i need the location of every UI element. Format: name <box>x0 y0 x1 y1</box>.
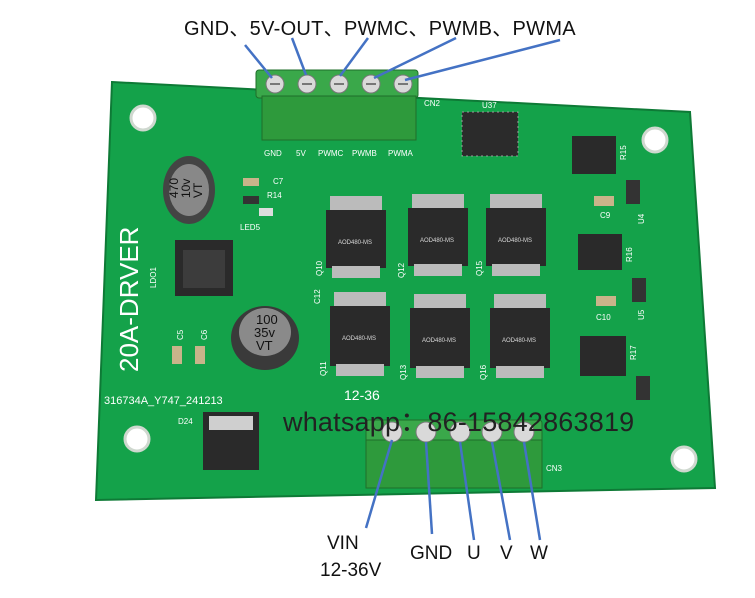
pointer-arrows <box>244 36 561 541</box>
pcb-board <box>94 80 717 502</box>
silk-cn2-ref: CN2 <box>424 99 441 108</box>
silk-ref-q13: Q13 <box>399 364 408 380</box>
cap-small-series: VT <box>191 182 205 198</box>
mounting-holes <box>123 104 698 473</box>
label-gnd: GND <box>410 543 453 564</box>
label-w: W <box>530 543 548 564</box>
mosfet-marking-q12: AOD480-MS <box>420 238 454 244</box>
silk-ref-c6: C6 <box>200 329 209 340</box>
cap-large-voltage: 35v <box>254 325 275 340</box>
silk-ref-led5: LED5 <box>240 223 261 232</box>
mosfet-marking-q13: AOD480-MS <box>422 338 456 344</box>
silk-ref-q11: Q11 <box>319 361 328 376</box>
silk-ref-r17: R17 <box>629 345 638 360</box>
label-vin: VIN <box>327 533 359 554</box>
silk-ref-u5: U5 <box>637 309 646 320</box>
capacitor-470uf <box>163 156 215 224</box>
mosfet-marking-q16: AOD480-MS <box>502 338 536 344</box>
silk-serial: 316734A_Y747_241213 <box>104 395 223 407</box>
ic-u37 <box>461 111 519 157</box>
label-v: V <box>500 543 513 564</box>
smd-components <box>172 178 650 400</box>
silk-ref-r15: R15 <box>619 145 628 160</box>
ldo-regulator <box>175 240 233 296</box>
silk-board-title: 20A-DRVER <box>114 227 144 372</box>
mosfet-marking-q15: AOD480-MS <box>498 238 532 244</box>
silk-ref-c7: C7 <box>273 177 284 186</box>
silk-ref-c10: C10 <box>596 313 611 322</box>
label-u: U <box>467 543 481 564</box>
diode-d24 <box>203 412 259 470</box>
silk-ref-r14: R14 <box>267 191 282 200</box>
silk-ref-u4: U4 <box>637 213 646 224</box>
cap-small-value: 470 <box>167 178 181 198</box>
cap-large-series: VT <box>256 338 273 353</box>
silk-cn2-pin-pwma: PWMA <box>388 149 414 158</box>
silk-ref-ldo1: LDO1 <box>149 267 158 288</box>
terminal-block-cn2 <box>255 69 419 141</box>
silk-ic-ref: U37 <box>482 101 497 110</box>
gate-driver-chips <box>572 136 626 376</box>
silk-ref-c5: C5 <box>176 329 185 340</box>
silk-cn2-pin-5v: 5V <box>296 149 306 158</box>
silk-ref-q10: Q10 <box>315 260 324 276</box>
cap-small-voltage: 10v <box>179 179 193 198</box>
capacitor-100uf <box>231 306 299 370</box>
watermark-contact: whatsapp：86-15842863819 <box>283 407 635 437</box>
silk-cn3-ref: CN3 <box>546 464 563 473</box>
silk-ref-c12: C12 <box>313 289 322 304</box>
silk-ref-d24: D24 <box>178 417 193 426</box>
silk-cn3-voltage: 12-36 <box>344 387 380 403</box>
silk-cn2-pin-pwmc: PWMC <box>318 149 344 158</box>
mosfet-marking-q10: AOD480-MS <box>338 240 372 246</box>
silk-ref-q12: Q12 <box>397 262 406 278</box>
silk-ref-q15: Q15 <box>475 260 484 276</box>
mosfet-marking-q11: AOD480-MS <box>342 336 376 342</box>
silk-ref-c9: C9 <box>600 211 611 220</box>
silk-cn2-pin-pwmb: PWMB <box>352 149 377 158</box>
mosfet-array <box>326 194 550 378</box>
top-pin-labels: GND、5V-OUT、PWMC、PWMB、PWMA <box>184 18 576 40</box>
silk-ref-q16: Q16 <box>479 364 488 380</box>
terminal-block-cn3 <box>365 419 543 489</box>
silk-ref-r16: R16 <box>625 247 634 262</box>
label-vin-range: 12-36V <box>320 560 382 581</box>
cap-large-value: 100 <box>256 312 278 327</box>
silk-cn2-pin-gnd: GND <box>264 149 282 158</box>
